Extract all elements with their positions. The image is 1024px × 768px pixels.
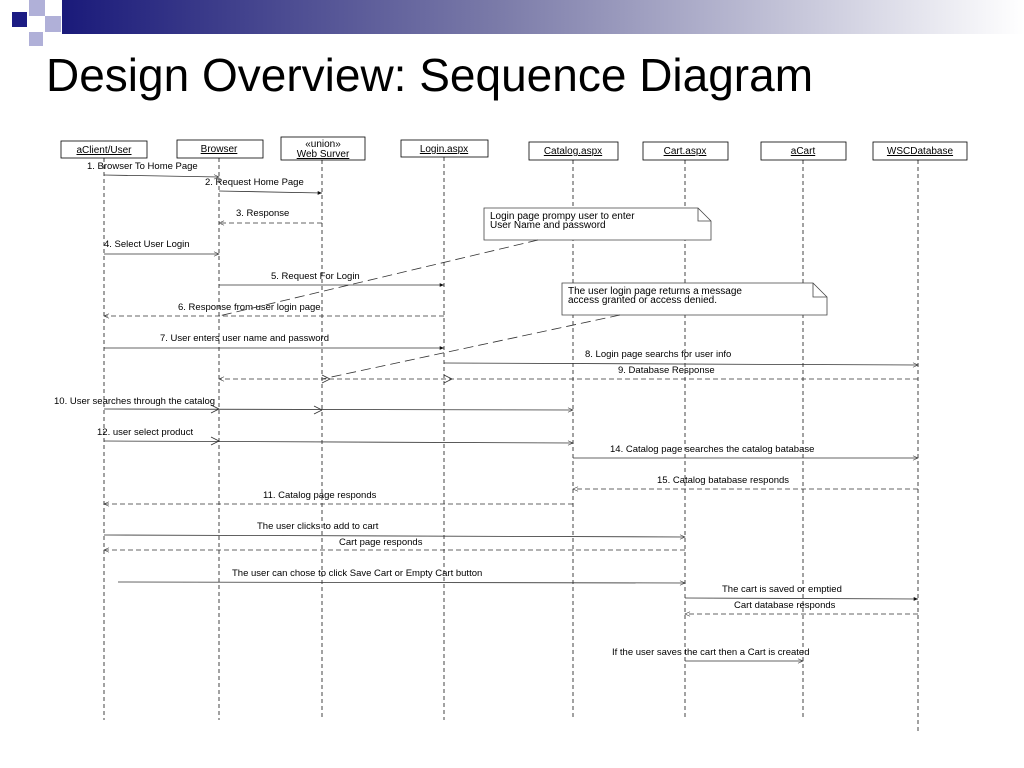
participant-acart: aCart — [760, 141, 847, 161]
participant-cart-aspx: Cart.aspx — [642, 141, 729, 161]
svg-text:6. Response from user login pa: 6. Response from user login page — [178, 302, 321, 313]
participant-browser: Browser — [176, 139, 264, 159]
svg-text:Cart.aspx: Cart.aspx — [664, 146, 707, 157]
svg-text:The user clicks to add to cart: The user clicks to add to cart — [257, 521, 379, 532]
note-login-prompt: Login page prompy user to enter User Nam… — [218, 207, 712, 317]
svg-text:9. Database Response: 9. Database Response — [618, 365, 715, 376]
svg-text:12. user select product: 12. user select product — [97, 427, 193, 438]
svg-text:The user can chose to click Sa: The user can chose to click Save Cart or… — [232, 568, 482, 579]
participant-wscdatabase: WSCDatabase — [872, 141, 968, 161]
svg-text:If the user saves the cart the: If the user saves the cart then a Cart i… — [612, 647, 810, 658]
message-7: 7. User enters user name and password — [104, 333, 444, 350]
message-cart-saved-or-emptied: The cart is saved or emptied — [684, 584, 919, 601]
svg-text:Browser: Browser — [201, 144, 238, 155]
page-title: Design Overview: Sequence Diagram — [46, 49, 814, 101]
message-2: 2. Request Home Page — [205, 177, 323, 195]
svg-text:8. Login page searchs for user: 8. Login page searchs for user info — [585, 349, 731, 360]
banner-square-light-2 — [45, 16, 61, 32]
svg-text:The cart is saved or emptied: The cart is saved or emptied — [722, 584, 842, 595]
message-4: 4. Select User Login — [104, 239, 220, 257]
svg-text:«union»: «union» — [305, 139, 341, 150]
svg-text:aCart: aCart — [791, 146, 816, 157]
banner-gradient-bar — [62, 0, 1024, 34]
message-10: 10. User searches through the catalog — [54, 396, 574, 415]
message-9: 9. Database Response — [218, 365, 918, 384]
svg-text:Login page prompy user to ente: Login page prompy user to enter — [490, 211, 635, 222]
participant-web-surver: «union» Web Surver — [280, 136, 366, 161]
svg-text:Cart database responds: Cart database responds — [734, 600, 836, 611]
banner-square-light-3 — [29, 32, 43, 46]
svg-text:7. User enters user name and p: 7. User enters user name and password — [160, 333, 329, 344]
svg-text:3. Response: 3. Response — [236, 208, 289, 219]
svg-text:Login.aspx: Login.aspx — [420, 144, 468, 155]
svg-text:WSCDatabase: WSCDatabase — [887, 146, 954, 157]
message-12: 12. user select product — [97, 427, 574, 446]
message-14: 14. Catalog page searches the catalog ba… — [573, 444, 919, 461]
message-1: 1. Browser To Home Page — [87, 161, 220, 180]
message-save-or-empty-cart: The user can chose to click Save Cart or… — [117, 568, 686, 586]
svg-text:Cart page responds: Cart page responds — [339, 537, 423, 548]
message-5: 5. Request For Login — [219, 271, 444, 287]
message-11: 11. Catalog page responds — [103, 490, 573, 507]
message-8: 8. Login page searchs for user info — [443, 349, 919, 368]
svg-text:access granted or access denie: access granted or access denied. — [568, 295, 717, 306]
title-banner-decoration — [12, 0, 1024, 46]
svg-text:The user login page returns a: The user login page returns a message — [568, 286, 742, 297]
participant-aclient-user: aClient/User — [60, 140, 148, 159]
svg-text:15. Catalog batabase responds: 15. Catalog batabase responds — [657, 475, 789, 486]
message-cart-database-responds: Cart database responds — [684, 600, 918, 617]
svg-text:1. Browser To Home Page: 1. Browser To Home Page — [87, 161, 198, 172]
note-login-result: The user login page returns a message ac… — [321, 282, 828, 380]
message-6: 6. Response from user login page — [103, 302, 444, 319]
message-cart-created: If the user saves the cart then a Cart i… — [612, 647, 810, 664]
svg-text:Catalog.aspx: Catalog.aspx — [544, 146, 602, 157]
message-3: 3. Response — [218, 208, 322, 226]
svg-text:Web Surver: Web Surver — [297, 149, 350, 160]
svg-text:User Name and password: User Name and password — [490, 220, 606, 231]
svg-text:10. User searches through the: 10. User searches through the catalog — [54, 396, 215, 407]
svg-text:5. Request For Login: 5. Request For Login — [271, 271, 360, 282]
message-cart-page-responds: Cart page responds — [103, 537, 685, 553]
banner-square-light — [29, 0, 45, 16]
svg-text:11. Catalog page responds: 11. Catalog page responds — [263, 490, 377, 501]
svg-text:14. Catalog page searches the: 14. Catalog page searches the catalog ba… — [610, 444, 814, 455]
message-add-to-cart: The user clicks to add to cart — [103, 521, 686, 540]
banner-square-dark — [12, 12, 27, 27]
participant-login-aspx: Login.aspx — [400, 139, 489, 158]
participant-catalog-aspx: Catalog.aspx — [528, 141, 619, 161]
svg-text:2. Request Home Page: 2. Request Home Page — [205, 177, 304, 188]
svg-text:aClient/User: aClient/User — [76, 145, 132, 156]
svg-text:4. Select User Login: 4. Select User Login — [104, 239, 190, 250]
message-15: 15. Catalog batabase responds — [572, 475, 918, 492]
